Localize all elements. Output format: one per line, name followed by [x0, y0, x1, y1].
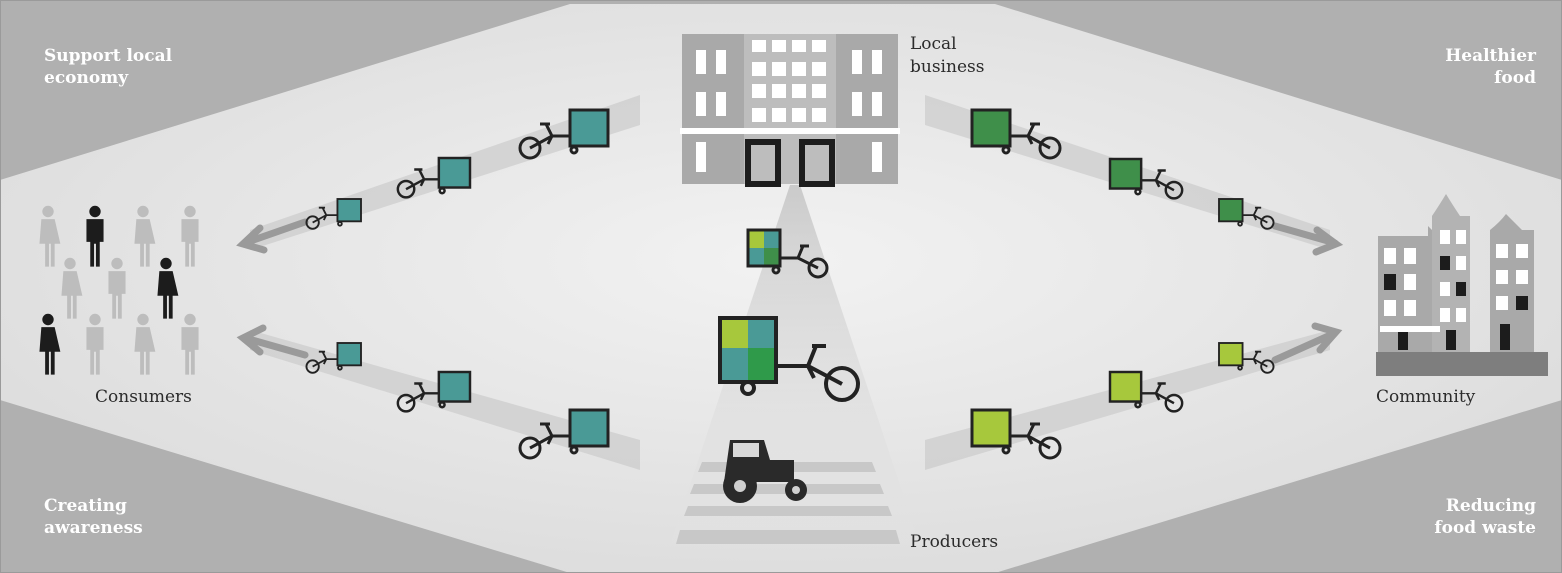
label-community: Community: [1376, 387, 1476, 407]
label-consumers: Consumers: [95, 387, 192, 407]
arrow-to-community-top: [1271, 222, 1344, 256]
arrow-to-consumers-top: [236, 218, 309, 254]
houses-icon: [1376, 194, 1548, 376]
arrow-to-community-bottom: [1271, 322, 1343, 364]
arrow-to-consumers-bottom: [236, 324, 309, 359]
building-icon: [680, 34, 900, 187]
corner-reducing-food-waste: Reducing food waste: [1434, 496, 1536, 538]
tractor-icon: [723, 440, 807, 503]
corner-creating-awareness: Creating awareness: [44, 496, 143, 538]
label-local-business: Local business: [910, 34, 985, 77]
cargo-bike-mixed-large: [718, 316, 860, 402]
label-producers: Producers: [910, 532, 999, 552]
cargo-bike-mixed-small: [746, 228, 829, 279]
corner-support-local-economy: Support local economy: [44, 46, 173, 88]
corner-healthier-food: Healthier food: [1445, 46, 1536, 88]
